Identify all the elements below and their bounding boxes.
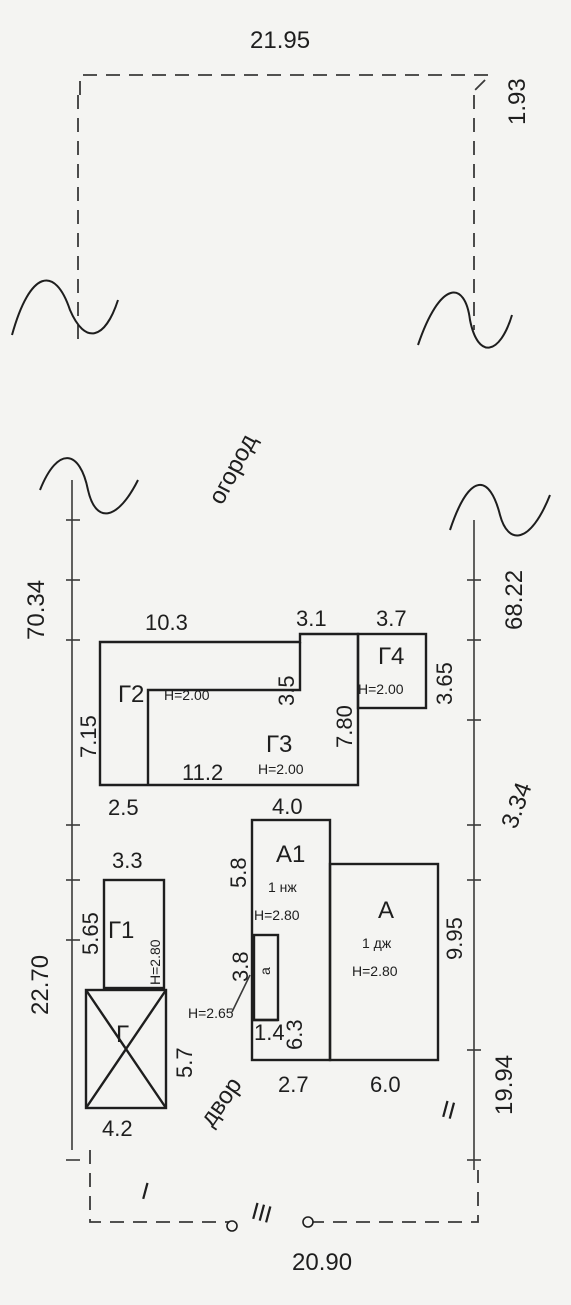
g4-dim-right: 3.65 xyxy=(432,662,457,705)
porch-leader xyxy=(231,974,251,1013)
label-garden: огород xyxy=(203,430,262,509)
g3-height: H=2.00 xyxy=(258,761,304,777)
a1-name: А1 xyxy=(276,841,305,868)
a-name: А xyxy=(378,897,394,924)
building-g xyxy=(84,988,168,1110)
break-wave-right-lower xyxy=(449,484,551,537)
g-dim-bottom: 4.2 xyxy=(102,1116,133,1141)
g2-dim-bottom: 2.5 xyxy=(108,795,139,820)
a1-dim-inner: 6.3 xyxy=(282,1019,307,1050)
a1-dim-bottom: 2.7 xyxy=(278,1072,309,1097)
g3-name: Г3 xyxy=(266,731,292,758)
dim-left-lower: 22.70 xyxy=(27,955,54,1015)
g3-dim-right: 7.80 xyxy=(332,705,357,748)
right-boundary-ticks xyxy=(467,579,481,1161)
g2-dim-top: 10.3 xyxy=(145,610,188,635)
porch-height: H=2.65 xyxy=(188,1005,234,1021)
porch-dim-bottom: 1.4 xyxy=(254,1020,285,1045)
building-g-cross xyxy=(85,989,167,1109)
a1-dim-left: 5.8 xyxy=(226,857,251,888)
g4-dim-top: 3.7 xyxy=(376,606,407,631)
porch-dim-left: 3.8 xyxy=(228,951,253,982)
building-g1 xyxy=(102,878,166,990)
g3-dim-top: 3.1 xyxy=(296,606,327,631)
g2-dim-inner: 3.5 xyxy=(274,675,299,706)
a-use: 1 дж xyxy=(362,935,392,951)
a-dim-bottom: 6.0 xyxy=(370,1072,401,1097)
building-g4 xyxy=(356,632,428,710)
building-porch xyxy=(252,933,280,1022)
dim-left-full: 70.34 xyxy=(23,580,50,640)
g2-name: Г2 xyxy=(118,681,144,708)
plot-boundary-top xyxy=(79,74,493,96)
left-boundary-ticks xyxy=(66,519,80,1161)
a1-use: 1 нж xyxy=(268,879,297,895)
g-dim-right: 5.7 xyxy=(172,1047,197,1078)
break-wave-left-upper xyxy=(11,279,119,336)
gate-post-right xyxy=(302,1216,314,1228)
g1-dim-top: 3.3 xyxy=(112,848,143,873)
break-wave-right-upper xyxy=(417,291,513,349)
g2-height: H=2.00 xyxy=(164,687,210,703)
gate-mark-2: II xyxy=(438,1096,458,1126)
plot-boundary-bottom xyxy=(89,1150,479,1223)
g4-height: H=2.00 xyxy=(358,681,404,697)
g4-name: Г4 xyxy=(378,643,404,670)
dim-right-plot-segment: 3.34 xyxy=(496,779,537,832)
a1-height: H=2.80 xyxy=(254,907,300,923)
gate-mark-3: III xyxy=(248,1198,274,1229)
g1-name: Г1 xyxy=(108,917,134,944)
dim-top-width: 21.95 xyxy=(250,27,310,54)
g2-dim-left: 7.15 xyxy=(76,715,101,758)
dim-bottom-width: 20.90 xyxy=(292,1249,352,1276)
gate-post-left xyxy=(226,1220,238,1232)
g3-dim-lower: 4.0 xyxy=(272,794,303,819)
g3-dim-bottom: 11.2 xyxy=(182,760,223,785)
g1-dim-left: 5.65 xyxy=(78,912,103,955)
a-height: H=2.80 xyxy=(352,963,398,979)
dim-right-middle: 68.22 xyxy=(501,570,528,630)
dim-right-top: 1.93 xyxy=(504,78,531,125)
gate-mark-1: I xyxy=(138,1178,151,1206)
break-wave-left-lower xyxy=(39,457,139,515)
porch-name: а xyxy=(257,967,273,975)
building-a xyxy=(328,862,440,1062)
label-yard: двор xyxy=(195,1072,248,1131)
building-g2-g3-outline xyxy=(98,632,360,787)
g1-height: H=2.80 xyxy=(147,939,163,985)
building-g2-inner-wall xyxy=(146,642,302,785)
a-dim-right: 9.95 xyxy=(442,917,467,960)
dim-right-lower: 19.94 xyxy=(491,1055,518,1115)
g-name: Г xyxy=(116,1021,129,1048)
